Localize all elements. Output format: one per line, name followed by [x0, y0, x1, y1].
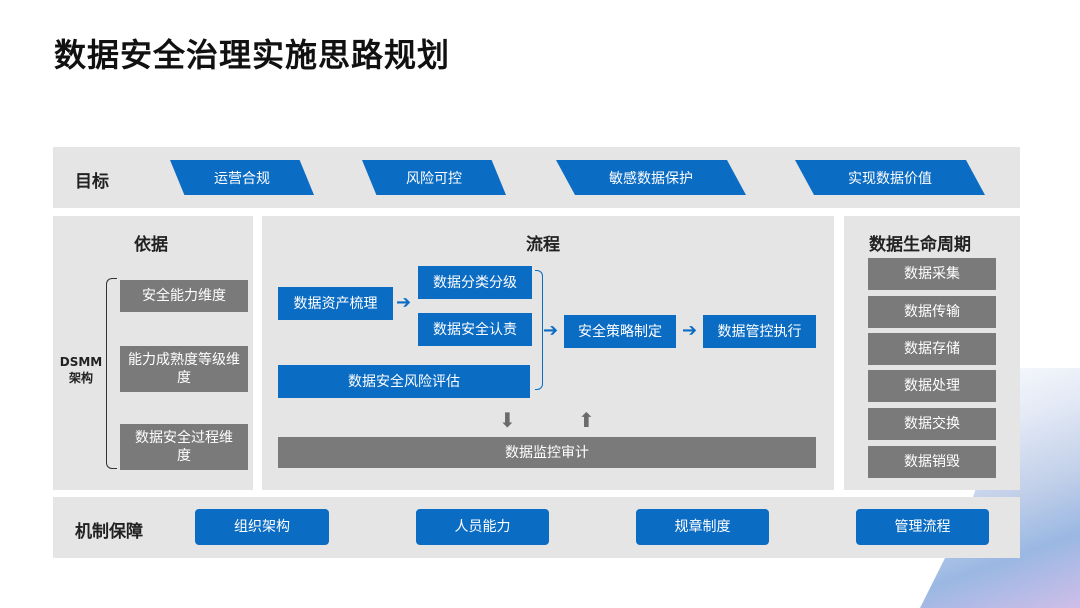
classification-box: 数据分类分级 — [418, 266, 532, 299]
lifecycle-label: 数据生命周期 — [869, 235, 971, 255]
mechanism-item: 管理流程 — [856, 509, 989, 545]
goals-label: 目标 — [75, 172, 109, 192]
mechanism-item: 组织架构 — [195, 509, 329, 545]
mechanism-item: 人员能力 — [416, 509, 549, 545]
goal-item: 实现数据价值 — [795, 160, 985, 195]
lifecycle-item: 数据传输 — [868, 296, 996, 328]
dsmm-bracket — [106, 278, 117, 469]
responsibility-box: 数据安全认责 — [418, 313, 532, 346]
process-label: 流程 — [526, 235, 560, 255]
lifecycle-item: 数据销毁 — [868, 446, 996, 478]
lifecycle-item: 数据处理 — [868, 370, 996, 402]
basis-item: 安全能力维度 — [120, 280, 248, 312]
basis-label: 依据 — [134, 235, 168, 255]
dsmm-text: DSMM — [59, 355, 103, 369]
mechanism-label: 机制保障 — [75, 522, 143, 542]
arrow-down-icon: ⬇ — [499, 408, 516, 432]
basis-item: 能力成熟度等级维度 — [120, 346, 248, 392]
basis-item: 数据安全过程维度 — [120, 424, 248, 470]
lifecycle-item: 数据采集 — [868, 258, 996, 290]
risk-assessment-box: 数据安全风险评估 — [278, 365, 530, 398]
process-bracket — [535, 270, 543, 390]
lifecycle-item: 数据存储 — [868, 333, 996, 365]
goal-item: 风险可控 — [362, 160, 506, 195]
arrow-right-icon: ➔ — [396, 292, 412, 313]
page-title: 数据安全治理实施思路规划 — [54, 36, 451, 74]
arrow-right-icon: ➔ — [543, 320, 559, 341]
goal-item: 运营合规 — [170, 160, 314, 195]
monitoring-audit-box: 数据监控审计 — [278, 437, 816, 468]
policy-box: 安全策略制定 — [564, 315, 676, 348]
control-execution-box: 数据管控执行 — [703, 315, 816, 348]
asset-inventory-box: 数据资产梳理 — [278, 287, 393, 320]
dsmm-label: DSMM 架构 — [57, 354, 105, 386]
goal-item: 敏感数据保护 — [556, 160, 746, 195]
arrow-up-icon: ⬆ — [578, 408, 595, 432]
lifecycle-item: 数据交换 — [868, 408, 996, 440]
arrow-right-icon: ➔ — [682, 320, 698, 341]
dsmm-subtext: 架构 — [68, 371, 93, 385]
mechanism-item: 规章制度 — [636, 509, 769, 545]
